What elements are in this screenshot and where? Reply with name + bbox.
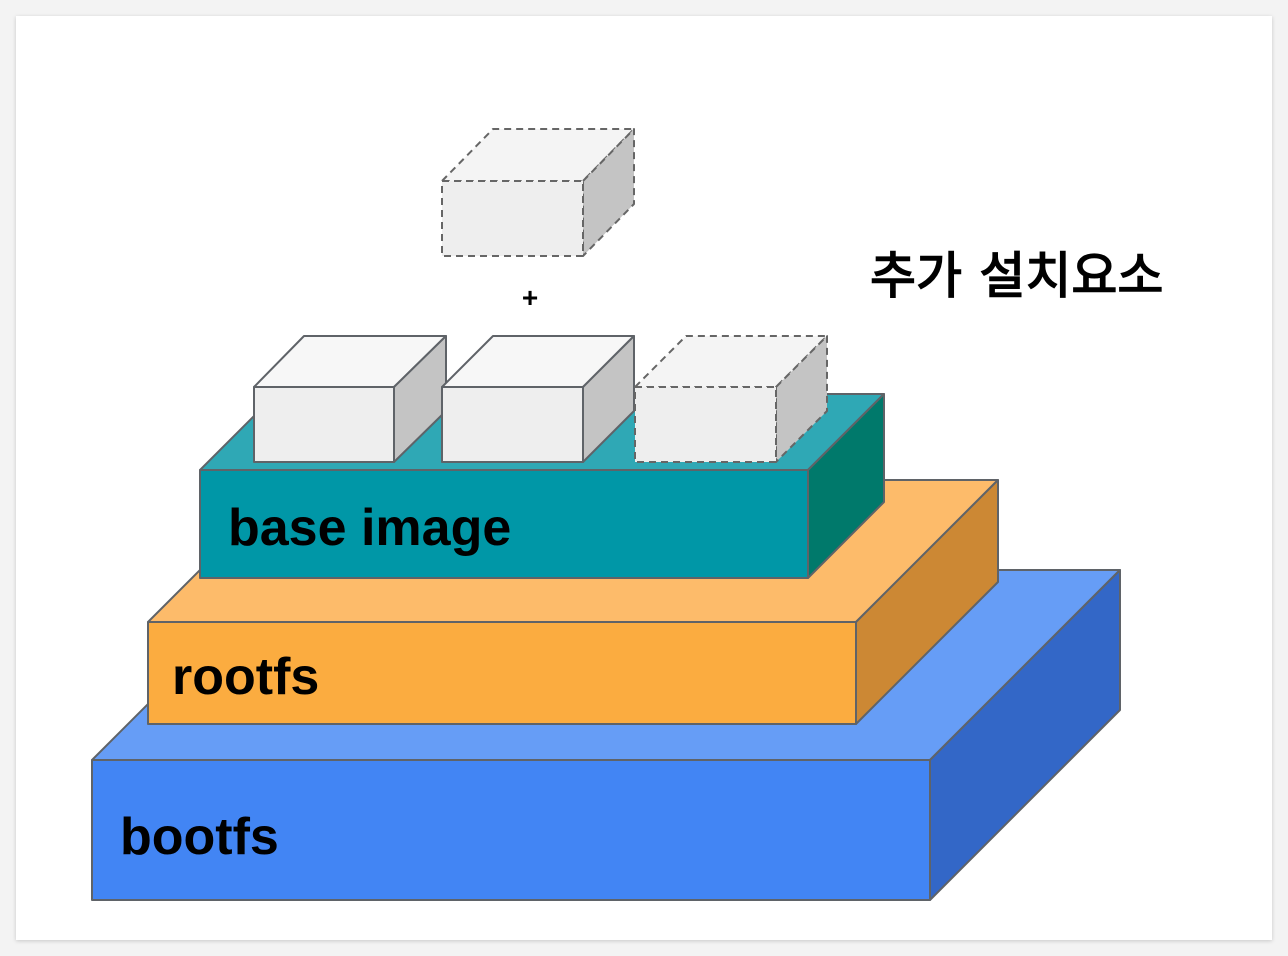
component-cube	[441, 335, 635, 463]
component-cube	[253, 335, 447, 463]
cube-front	[634, 386, 777, 463]
plus-sign: +	[522, 282, 538, 313]
bootfs-label: bootfs	[120, 808, 279, 866]
dashed-slot-cube	[634, 335, 828, 463]
base-image-front	[199, 469, 809, 579]
cube-front	[441, 180, 584, 257]
rootfs-label: rootfs	[172, 648, 319, 706]
cube-top	[634, 335, 828, 388]
base-image-label: base image	[228, 499, 511, 557]
additional-component-cube	[441, 128, 635, 257]
cube-front	[441, 386, 584, 463]
rootfs-front	[147, 621, 857, 725]
cube-top	[441, 128, 635, 182]
cube-front	[253, 386, 395, 463]
bootfs-front	[91, 759, 931, 901]
annotation-label: 추가 설치요소	[870, 247, 1163, 305]
